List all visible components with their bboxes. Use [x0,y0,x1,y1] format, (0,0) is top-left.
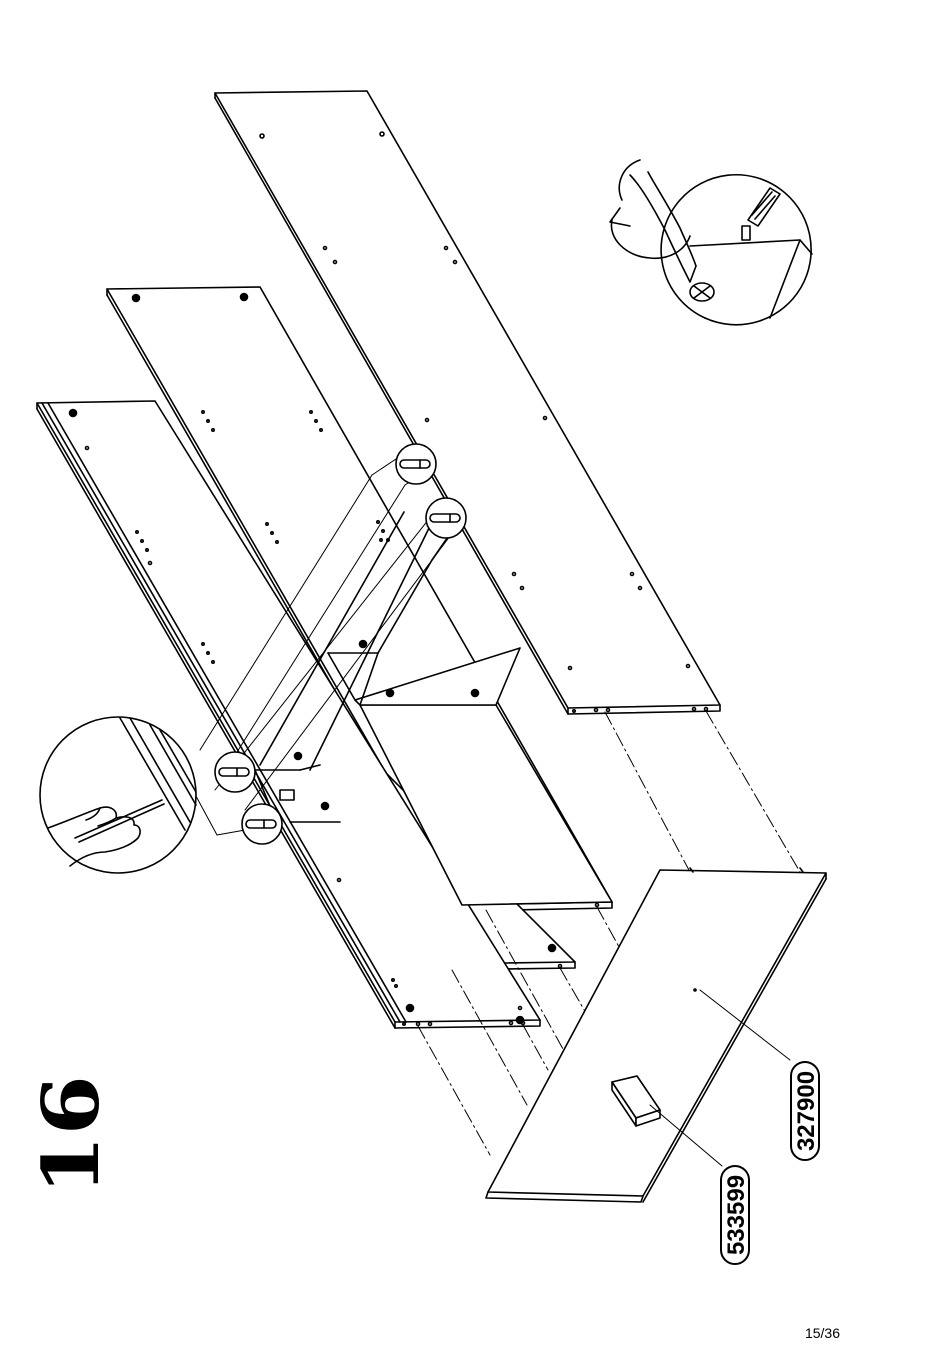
part-number-label-b: 327900 [790,1061,820,1161]
page-indicator: 15/36 [805,1325,840,1341]
step-number: 16 [27,1095,117,1195]
part-number-label-a: 533599 [720,1165,750,1265]
end-panel [486,868,826,1202]
detail-circle-hand [40,717,196,873]
zoom-circle-dowel-2 [426,498,466,538]
zoom-circle-dowel-4 [242,804,282,844]
zoom-circle-dowel-3 [215,752,255,792]
zoom-circle-dowel-1 [396,444,436,484]
detail-circle-screwdriver [610,160,812,325]
